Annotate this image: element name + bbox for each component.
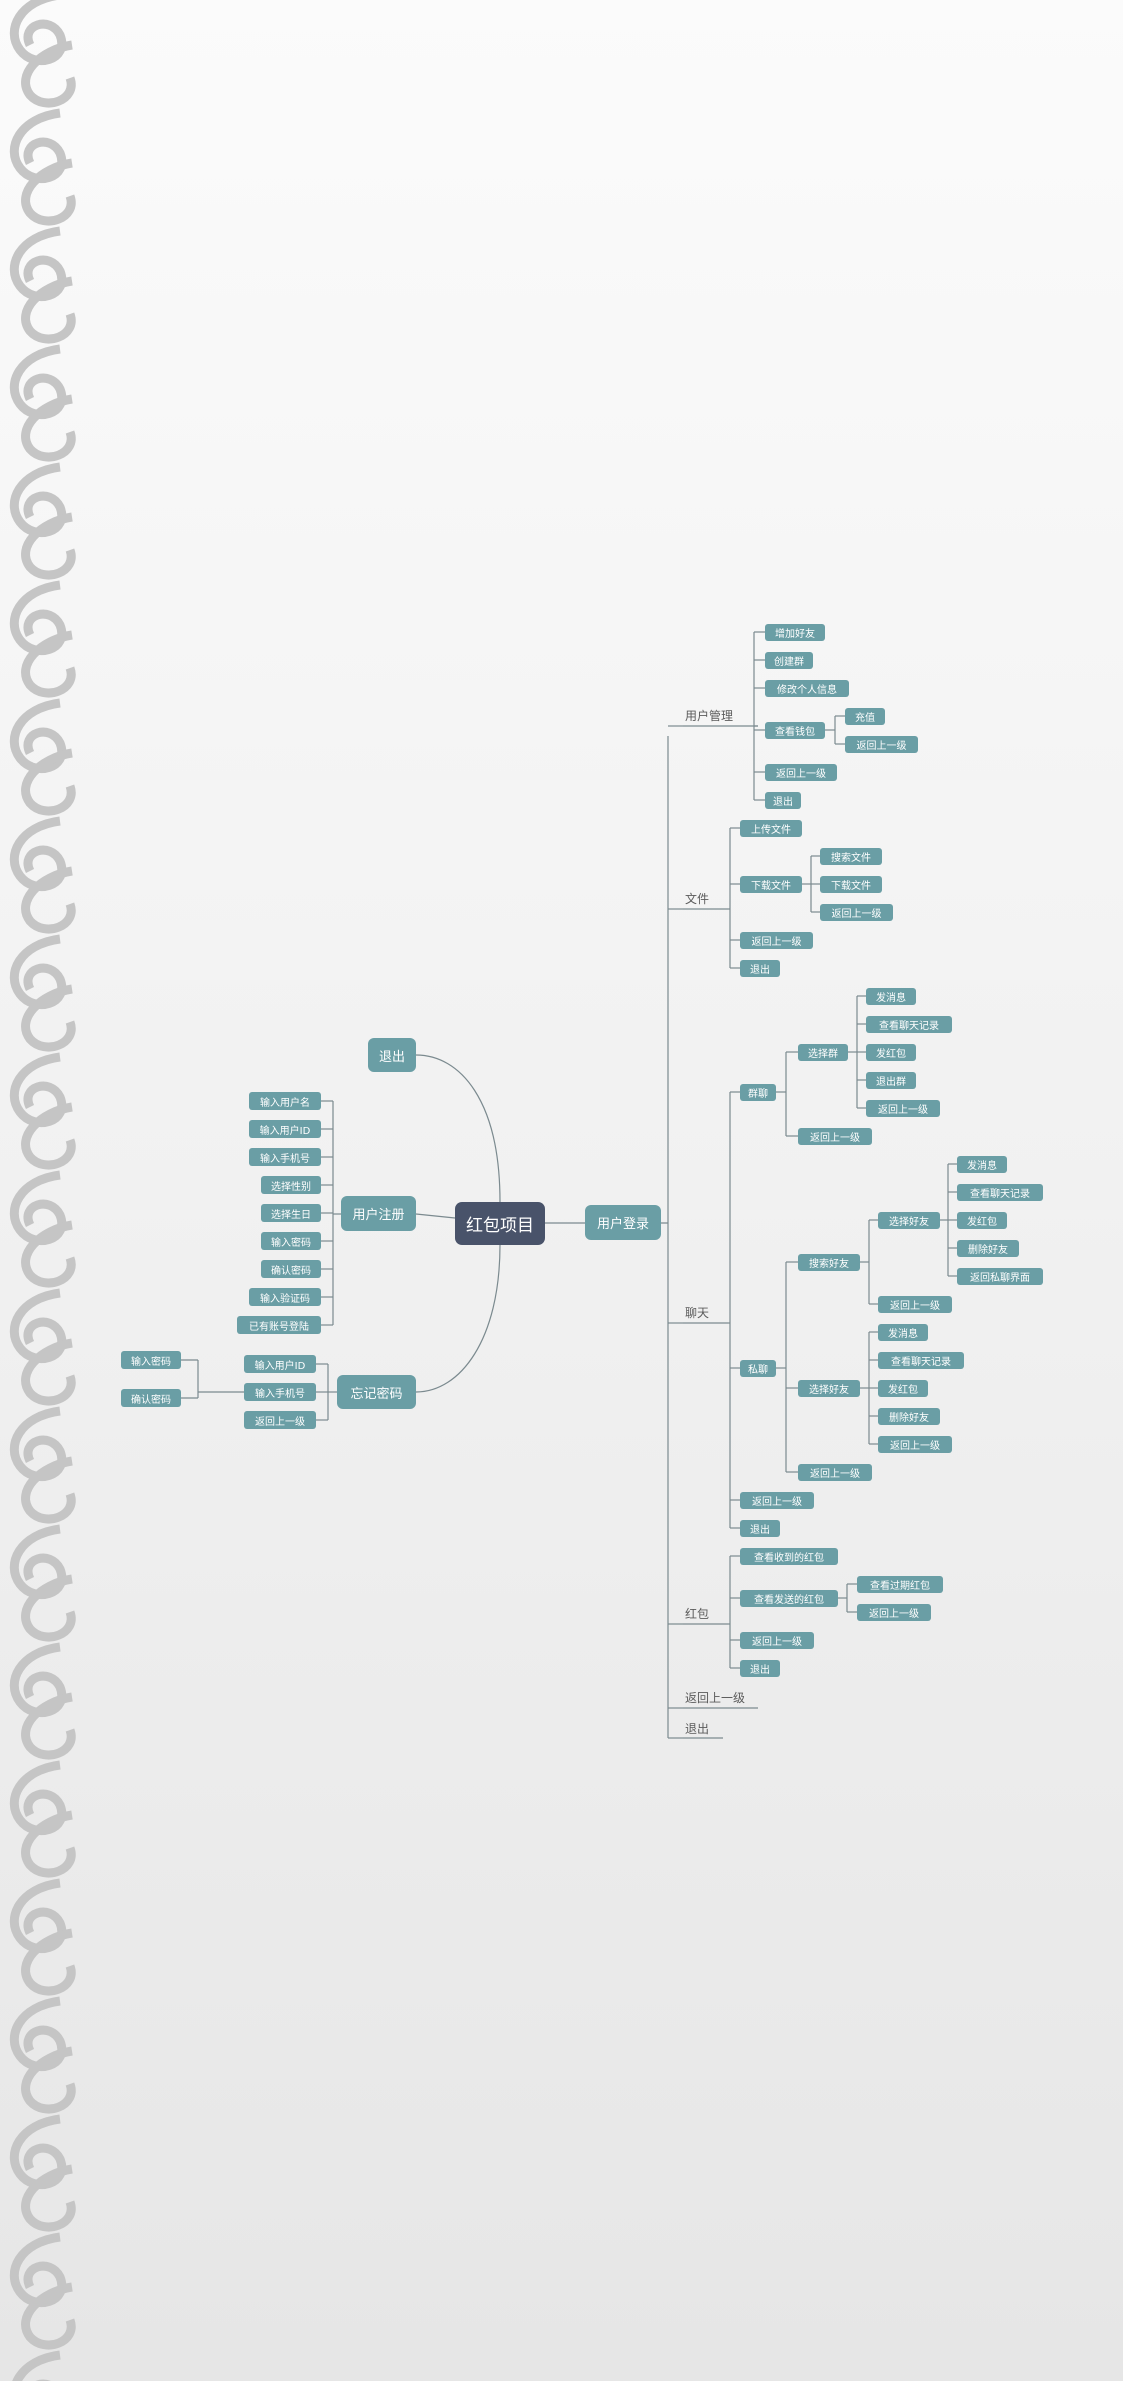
swirl-glyph bbox=[9, 698, 76, 816]
root-node[interactable]: 红包项目 bbox=[455, 1202, 545, 1245]
private-back[interactable]: 返回上一级 bbox=[798, 1464, 872, 1481]
swirl-glyph bbox=[9, 1170, 76, 1288]
swirl-glyph bbox=[9, 1996, 76, 2114]
group-select-item[interactable]: 发红包 bbox=[866, 1044, 916, 1061]
forgot-item[interactable]: 输入手机号 bbox=[244, 1383, 316, 1401]
register-item[interactable]: 输入密码 bbox=[261, 1232, 321, 1250]
swirl-glyph bbox=[9, 816, 76, 934]
chat-back[interactable]: 返回上一级 bbox=[740, 1492, 814, 1509]
user-mgmt-item[interactable]: 退出 bbox=[765, 792, 801, 809]
private-select[interactable]: 选择好友 bbox=[798, 1380, 860, 1397]
private-select-item[interactable]: 发红包 bbox=[878, 1380, 928, 1397]
connector bbox=[415, 1244, 501, 1393]
swirl-glyph bbox=[9, 1760, 76, 1878]
redpacket-sent[interactable]: 查看发送的红包 bbox=[740, 1590, 838, 1607]
connector bbox=[415, 1213, 456, 1219]
register-item[interactable]: 输入用户ID bbox=[249, 1120, 321, 1138]
user-mgmt-item[interactable]: 查看钱包 bbox=[765, 722, 825, 739]
download-item[interactable]: 搜索文件 bbox=[820, 848, 882, 865]
swirl-glyph bbox=[9, 1642, 76, 1760]
sent-item[interactable]: 查看过期红包 bbox=[857, 1576, 943, 1593]
node-exit[interactable]: 退出 bbox=[368, 1038, 416, 1072]
register-item[interactable]: 确认密码 bbox=[261, 1260, 321, 1278]
swirl-glyph bbox=[9, 226, 76, 344]
swirl-glyph bbox=[9, 934, 76, 1052]
wallet-item[interactable]: 返回上一级 bbox=[845, 736, 918, 753]
group-select-item[interactable]: 发消息 bbox=[866, 988, 916, 1005]
node-login[interactable]: 用户登录 bbox=[585, 1205, 661, 1240]
swirl-glyph bbox=[9, 1524, 76, 1642]
private-select-item[interactable]: 返回上一级 bbox=[878, 1436, 952, 1453]
register-item[interactable]: 选择性别 bbox=[261, 1176, 321, 1194]
swirl-glyph bbox=[9, 580, 76, 698]
register-item[interactable]: 已有账号登陆 bbox=[237, 1316, 321, 1334]
register-item[interactable]: 输入验证码 bbox=[249, 1288, 321, 1306]
forgot-sub-item[interactable]: 确认密码 bbox=[121, 1389, 181, 1407]
chat-group[interactable]: 群聊 bbox=[740, 1084, 776, 1101]
file-item[interactable]: 退出 bbox=[740, 960, 780, 977]
private-search[interactable]: 搜索好友 bbox=[798, 1254, 860, 1271]
download-item[interactable]: 下载文件 bbox=[820, 876, 882, 893]
file-item[interactable]: 返回上一级 bbox=[740, 932, 813, 949]
category-file[interactable]: 文件 bbox=[685, 892, 710, 906]
user-mgmt-item[interactable]: 创建群 bbox=[765, 652, 813, 669]
swirl-glyph bbox=[9, 108, 76, 226]
search-select-item[interactable]: 返回私聊界面 bbox=[957, 1268, 1043, 1285]
swirl-glyph bbox=[9, 1406, 76, 1524]
chat-exit[interactable]: 退出 bbox=[740, 1520, 780, 1537]
user-mgmt-item[interactable]: 修改个人信息 bbox=[765, 680, 849, 697]
category-back[interactable]: 返回上一级 bbox=[685, 1691, 746, 1705]
node-forgot-password[interactable]: 忘记密码 bbox=[337, 1375, 416, 1409]
forgot-item[interactable]: 返回上一级 bbox=[244, 1411, 316, 1429]
redpacket-back[interactable]: 返回上一级 bbox=[740, 1632, 814, 1649]
private-select-item[interactable]: 删除好友 bbox=[878, 1408, 940, 1425]
swirl-glyph bbox=[9, 1288, 76, 1406]
group-select[interactable]: 选择群 bbox=[798, 1044, 848, 1061]
private-search-select[interactable]: 选择好友 bbox=[878, 1212, 940, 1229]
node-register[interactable]: 用户注册 bbox=[341, 1196, 416, 1231]
category-chat[interactable]: 聊天 bbox=[685, 1306, 710, 1320]
redpacket-exit[interactable]: 退出 bbox=[740, 1660, 780, 1677]
swirl-glyph bbox=[9, 1878, 76, 1996]
download-item[interactable]: 返回上一级 bbox=[820, 904, 893, 921]
redpacket-received[interactable]: 查看收到的红包 bbox=[740, 1548, 838, 1565]
file-item[interactable]: 上传文件 bbox=[740, 820, 802, 837]
register-item[interactable]: 选择生日 bbox=[261, 1204, 321, 1222]
swirl-glyph bbox=[9, 344, 76, 462]
swirl-glyph bbox=[12, 2350, 61, 2381]
search-select-item[interactable]: 删除好友 bbox=[957, 1240, 1019, 1257]
category-exit[interactable]: 退出 bbox=[685, 1722, 710, 1736]
wallet-item[interactable]: 充值 bbox=[845, 708, 885, 725]
search-select-item[interactable]: 查看聊天记录 bbox=[957, 1184, 1043, 1201]
register-item[interactable]: 输入手机号 bbox=[249, 1148, 321, 1166]
search-select-item[interactable]: 发红包 bbox=[957, 1212, 1007, 1229]
user-mgmt-item[interactable]: 增加好友 bbox=[765, 624, 825, 641]
connector bbox=[415, 1054, 501, 1203]
swirl-glyph bbox=[9, 0, 76, 108]
search-select-item[interactable]: 发消息 bbox=[957, 1156, 1007, 1173]
search-back[interactable]: 返回上一级 bbox=[878, 1296, 952, 1313]
group-select-item[interactable]: 查看聊天记录 bbox=[866, 1016, 952, 1033]
forgot-sub-item[interactable]: 输入密码 bbox=[121, 1351, 181, 1369]
category-user-management[interactable]: 用户管理 bbox=[685, 709, 734, 723]
background-pattern bbox=[9, 0, 76, 2381]
user-mgmt-item[interactable]: 返回上一级 bbox=[765, 764, 837, 781]
file-item[interactable]: 下载文件 bbox=[740, 876, 802, 893]
swirl-glyph bbox=[9, 2232, 76, 2350]
swirl-glyph bbox=[9, 2114, 76, 2232]
register-item[interactable]: 输入用户名 bbox=[249, 1092, 321, 1110]
private-select-item[interactable]: 发消息 bbox=[878, 1324, 928, 1341]
swirl-glyph bbox=[9, 1052, 76, 1170]
group-select-item[interactable]: 退出群 bbox=[866, 1072, 916, 1089]
private-select-item[interactable]: 查看聊天记录 bbox=[878, 1352, 964, 1369]
sent-item[interactable]: 返回上一级 bbox=[857, 1604, 931, 1621]
swirl-glyph bbox=[9, 462, 76, 580]
forgot-item[interactable]: 输入用户ID bbox=[244, 1355, 316, 1373]
group-back[interactable]: 返回上一级 bbox=[798, 1128, 872, 1145]
group-select-item[interactable]: 返回上一级 bbox=[866, 1100, 940, 1117]
chat-private[interactable]: 私聊 bbox=[740, 1360, 776, 1377]
category-red-packet[interactable]: 红包 bbox=[685, 1607, 710, 1621]
